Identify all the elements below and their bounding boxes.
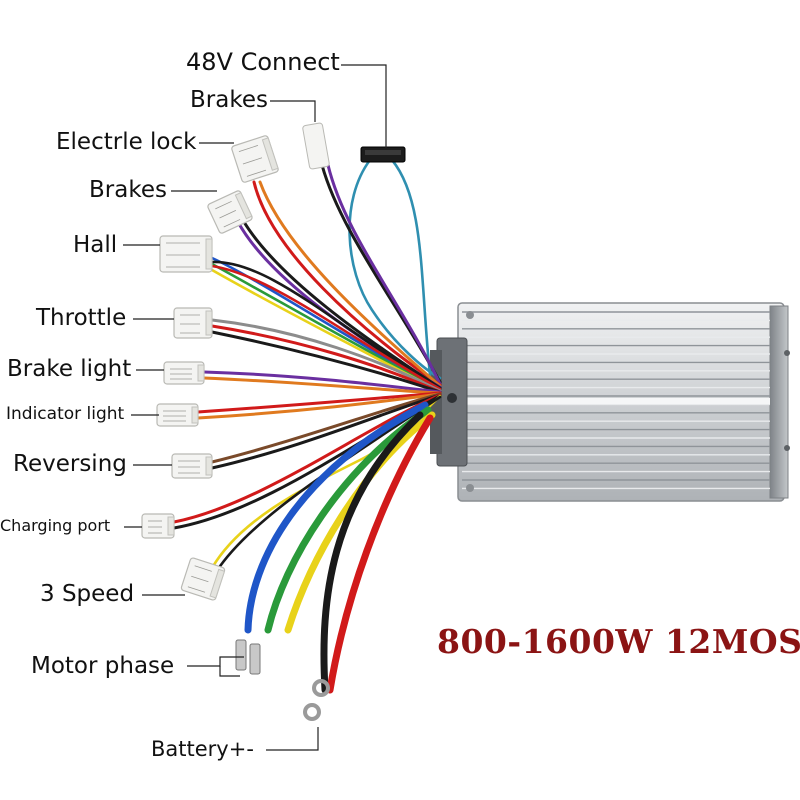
connector-group (141, 122, 406, 721)
connector-latch (205, 238, 213, 270)
connector-latch (205, 456, 213, 476)
wire (210, 264, 442, 391)
connector-latch (209, 568, 226, 599)
label-brake-light: Brake light (7, 356, 132, 382)
connector-latch (191, 406, 199, 424)
connector-latch (261, 137, 279, 171)
label-throttle: Throttle (36, 305, 127, 331)
wire (210, 262, 442, 392)
label-electric-lock: Electrle lock (56, 129, 197, 155)
connector-marking (223, 219, 241, 228)
speed3-connector (180, 557, 226, 601)
wire (284, 411, 436, 634)
wire (264, 406, 432, 634)
wire (196, 392, 442, 420)
spade-terminal-icon (235, 639, 247, 671)
ring-terminal-icon (312, 679, 330, 697)
connector-marking (246, 169, 267, 177)
indicator-light-connector (156, 403, 199, 427)
wire (210, 318, 442, 393)
connector-latch (197, 364, 205, 382)
connect-48v-plug-detail (365, 150, 401, 155)
label-48v-connect: 48V Connect (186, 48, 340, 76)
connector-latch (167, 516, 175, 536)
electric-lock-connector (231, 135, 279, 183)
label-indicator-light: Indicator light (6, 404, 125, 424)
wire (210, 324, 442, 394)
wire (252, 180, 442, 387)
reversing-connector (171, 453, 213, 479)
wire (320, 411, 424, 694)
wire (210, 330, 442, 394)
hall-connector (159, 235, 213, 273)
wire (326, 163, 442, 386)
wire (196, 391, 442, 414)
label-charging-port: Charging port (0, 516, 111, 535)
wire (172, 393, 442, 524)
leader-lines (123, 64, 387, 751)
label-hall: Hall (73, 232, 118, 258)
connector-marking (238, 145, 259, 152)
connector-marking (194, 565, 212, 572)
brakes-connector (207, 190, 253, 234)
ring-terminal-icon (303, 703, 321, 721)
label-brakes: Brakes (89, 177, 167, 203)
connector-latch (234, 191, 253, 220)
wire (244, 401, 429, 634)
controller-housing (430, 302, 790, 502)
wire (202, 370, 442, 394)
connector-marking (187, 586, 206, 593)
heatsink-fins (462, 311, 770, 490)
wire (210, 392, 442, 464)
connector-latch (205, 310, 213, 336)
label-reversing: Reversing (13, 451, 127, 477)
spade-terminal-icon (249, 643, 261, 675)
product-title: 800-1600W 12MOS (437, 622, 800, 661)
wire (202, 376, 442, 395)
wire (210, 393, 442, 470)
connector-marking (219, 210, 237, 219)
wire (210, 260, 442, 390)
label-3-speed: 3 Speed (40, 581, 135, 607)
connector-marking (242, 157, 263, 165)
wire (242, 220, 442, 390)
connector-marking (191, 575, 209, 583)
label-motor-phase: Motor phase (31, 653, 175, 679)
wire (390, 158, 432, 377)
wire (258, 180, 442, 388)
wire (348, 158, 442, 380)
brake-light-connector (163, 361, 205, 385)
wire (214, 395, 442, 574)
charging-port-connector (141, 513, 175, 539)
brakes-top-plug-icon (302, 122, 330, 170)
wire (326, 414, 434, 694)
connector-marking (215, 200, 232, 210)
wire-harness (172, 158, 442, 694)
throttle-connector (173, 307, 213, 339)
label-battery: Battery+- (151, 737, 254, 761)
label-brakes-top: Brakes (190, 87, 268, 113)
